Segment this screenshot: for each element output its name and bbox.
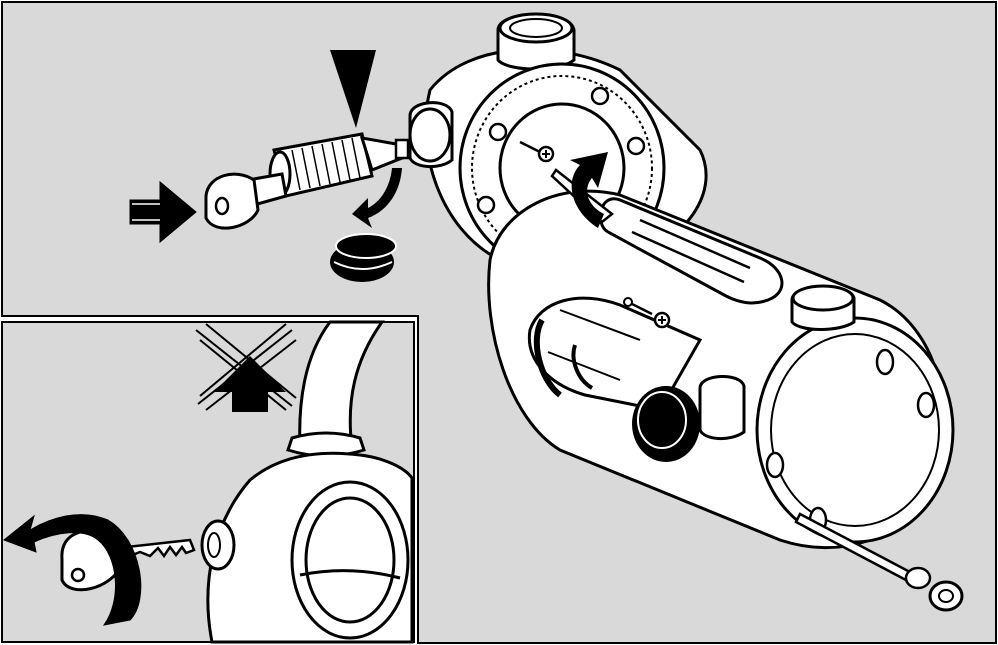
bolt (794, 512, 964, 612)
inset-panel (1, 320, 415, 644)
grommet-loose (330, 233, 397, 282)
front-housing-cap (755, 316, 955, 544)
inset-housing-boss-inner (304, 496, 396, 624)
grommet-installed (632, 386, 700, 462)
insert-arrow-icon (330, 50, 376, 128)
push-arrow-icon (129, 180, 197, 244)
front-housing (487, 189, 955, 550)
inset-pipe (298, 320, 385, 450)
rotate-arrow-icon (570, 152, 608, 228)
inset-housing-slot (299, 569, 401, 580)
lock-cylinder (268, 132, 410, 198)
curved-arrow-icon (352, 168, 402, 228)
prohibited-direction-icon (195, 323, 297, 412)
inset-keyway (207, 532, 221, 558)
key (204, 172, 288, 230)
remove-arrow-icon (3, 514, 142, 626)
